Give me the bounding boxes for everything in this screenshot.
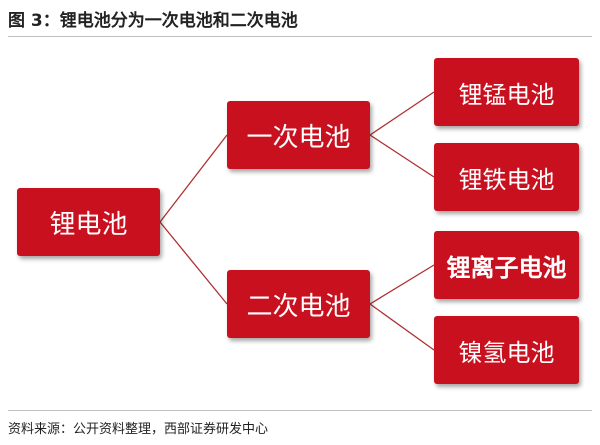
connector-secondary-child-1: [369, 264, 435, 305]
connector-primary-child-2: [369, 134, 435, 178]
node-primary-battery: 一次电池: [227, 101, 370, 169]
source-note: 资料来源：公开资料整理，西部证券研发中心: [8, 422, 269, 437]
node-secondary-battery: 二次电池: [227, 270, 370, 338]
source-divider: [8, 410, 592, 411]
node-nickel-metal-hydride: 镍氢电池: [434, 316, 579, 384]
figure-title: 图 3：锂电池分为一次电池和二次电池: [8, 11, 298, 31]
node-label: 锂铁电池: [458, 165, 555, 194]
connector-root-secondary: [159, 221, 228, 305]
title-divider: [8, 36, 592, 37]
connector-primary-child-1: [369, 91, 435, 136]
node-label: 一次电池: [246, 122, 351, 153]
node-lithium-iron: 锂铁电池: [434, 143, 579, 211]
node-label: 锂离子电池: [446, 253, 567, 282]
node-lithium-ion: 锂离子电池: [434, 231, 579, 299]
connector-root-primary: [159, 134, 228, 223]
node-lithium-battery: 锂电池: [17, 188, 160, 256]
node-label: 镍氢电池: [458, 338, 555, 367]
connector-secondary-child-2: [369, 303, 435, 351]
node-label: 二次电池: [246, 291, 351, 322]
node-label: 锂锰电池: [458, 80, 555, 109]
node-label: 锂电池: [49, 209, 128, 240]
node-lithium-manganese: 锂锰电池: [434, 58, 579, 126]
